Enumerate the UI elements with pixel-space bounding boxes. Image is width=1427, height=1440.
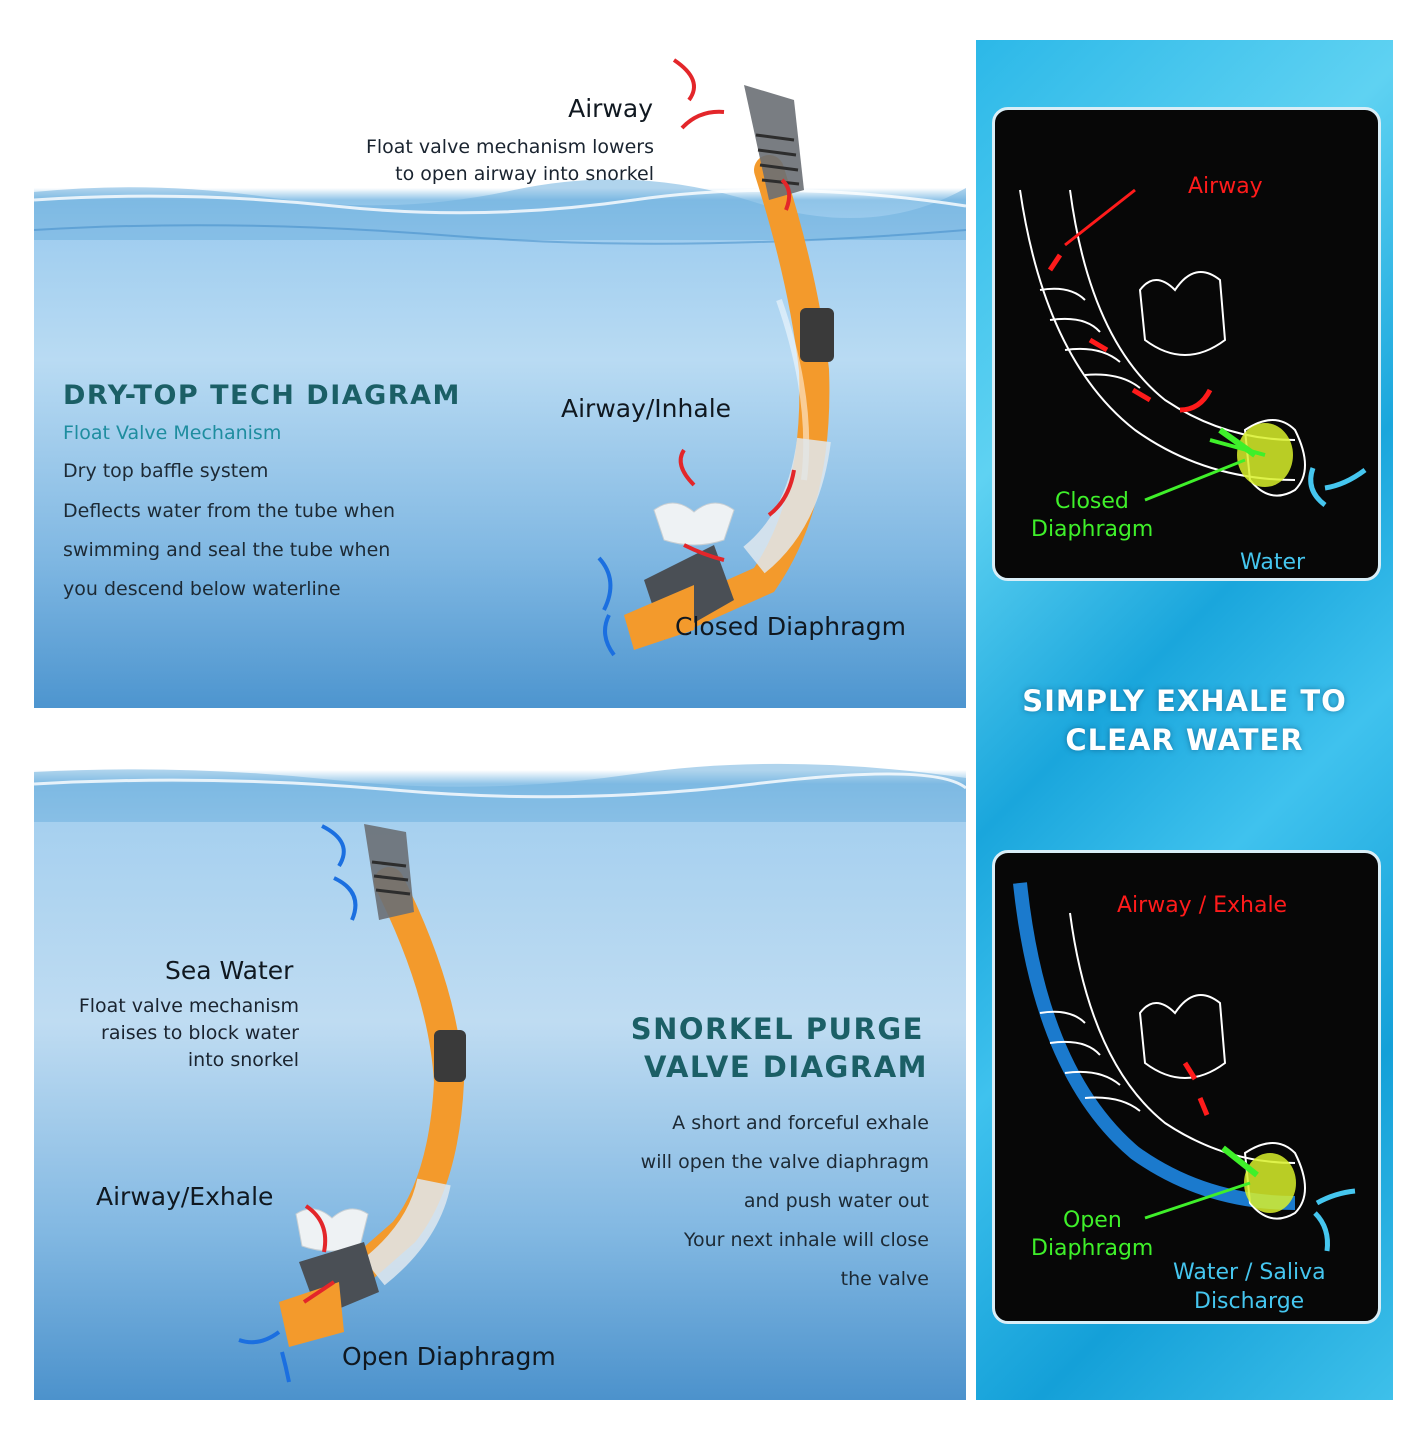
box1-closed-label: Closed: [1055, 489, 1129, 514]
airflow-arrows: [597, 58, 796, 657]
airway-desc-line-2: to open airway into snorkel: [395, 163, 654, 185]
airway-label: Airway: [568, 94, 653, 123]
exhale-headline: SIMPLY EXHALE TO CLEAR WATER: [976, 682, 1393, 760]
float-valve-subtitle: Float Valve Mechanism: [63, 422, 282, 444]
sea-water-description: Float valve mechanism raises to block wa…: [54, 993, 299, 1074]
box2-discharge-line-1: Water / Saliva: [1173, 1260, 1326, 1285]
dry-top-title: DRY-TOP TECH DIAGRAM: [63, 380, 461, 411]
exhale-line-2: CLEAR WATER: [1065, 723, 1304, 757]
desc-line: Deflects water from the tube when: [63, 500, 396, 522]
water-background-panel: Airway Closed Diaphragm Water SIMPLY EXH…: [976, 40, 1393, 1400]
box1-water-label: Water: [1240, 550, 1306, 575]
desc-line: A short and forceful exhale: [672, 1112, 929, 1134]
box2-exhale-label: Airway / Exhale: [1117, 893, 1288, 918]
desc-line: will open the valve diaphragm: [640, 1151, 929, 1173]
dry-top-description: Deflects water from the tube when swimmi…: [63, 492, 483, 609]
closed-diaphragm-illustration: [1019, 188, 1367, 507]
desc-line: Your next inhale will close: [683, 1229, 929, 1251]
open-diaphragm-label: Open Diaphragm: [342, 1342, 556, 1371]
box2-discharge-line-2: Discharge: [1194, 1289, 1305, 1314]
dry-top-diagram-panel: Airway Float valve mechanism lowers to o…: [34, 40, 966, 708]
purge-arrows: [238, 824, 358, 1383]
snorkel-dry-top: [624, 85, 834, 650]
purge-description: A short and forceful exhale will open th…: [514, 1104, 929, 1299]
desc-line: raises to block water: [101, 1022, 299, 1044]
desc-line: Float valve mechanism: [78, 995, 299, 1017]
desc-line: into snorkel: [187, 1049, 299, 1071]
airway-inhale-label: Airway/Inhale: [561, 394, 732, 423]
airway-desc-line-1: Float valve mechanism lowers: [365, 136, 654, 158]
open-diaphragm-box: Airway / Exhale Open Diaphragm Water / S…: [992, 850, 1381, 1324]
box2-open-label: Open: [1063, 1208, 1122, 1233]
purge-title-line-1: SNORKEL PURGE: [630, 1012, 924, 1046]
open-diaphragm-illustration: [1013, 882, 1356, 1252]
box1-airway-label: Airway: [1188, 174, 1263, 199]
desc-line: you descend below waterline: [63, 578, 341, 600]
closed-diaphragm-label: Closed Diaphragm: [675, 612, 906, 641]
exhale-line-1: SIMPLY EXHALE TO: [1022, 684, 1347, 718]
baffle-system-title: Dry top baffle system: [63, 460, 269, 482]
box1-diaphragm-label: Diaphragm: [1031, 517, 1154, 542]
closed-diaphragm-box: Airway Closed Diaphragm Water: [992, 107, 1381, 581]
purge-title-line-2: VALVE DIAGRAM: [644, 1050, 928, 1084]
sea-water-label: Sea Water: [165, 956, 294, 985]
purge-valve-illustration: [34, 763, 966, 1383]
airway-exhale-label: Airway/Exhale: [96, 1182, 274, 1211]
desc-line: and push water out: [743, 1190, 929, 1212]
box2-diaphragm-label: Diaphragm: [1031, 1236, 1154, 1261]
purge-valve-panel: Sea Water Float valve mechanism raises t…: [34, 762, 966, 1400]
desc-line: swimming and seal the tube when: [63, 539, 391, 561]
dry-top-illustration: [34, 58, 966, 657]
desc-line: the valve: [840, 1268, 929, 1290]
snorkel-purge: [279, 824, 466, 1347]
